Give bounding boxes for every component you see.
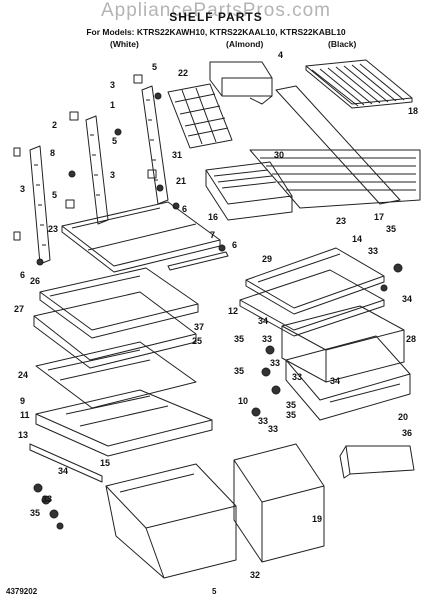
callout-25: 25	[192, 336, 202, 346]
callout-5: 5	[152, 62, 157, 72]
callout-35: 35	[234, 366, 244, 376]
callout-10: 10	[238, 396, 248, 406]
callout-37: 37	[194, 322, 204, 332]
callout-32: 32	[250, 570, 260, 580]
model-list: For Models: KTRS22KAWH10, KTRS22KAAL10, …	[86, 27, 346, 37]
part-rail-13	[29, 443, 103, 483]
callout-20: 20	[398, 412, 408, 422]
callout-26: 26	[30, 276, 40, 286]
callout-21: 21	[176, 176, 186, 186]
callout-4: 4	[278, 50, 283, 60]
color-black: (Black)	[328, 39, 357, 49]
callout-6: 6	[20, 270, 25, 280]
callout-18: 18	[408, 106, 418, 116]
callout-34: 34	[58, 466, 68, 476]
callout-14: 14	[352, 234, 362, 244]
callout-35: 35	[286, 410, 296, 420]
document-number: 4379202	[6, 587, 38, 596]
part-glass-shelf-14	[245, 247, 385, 315]
callout-33: 33	[262, 334, 272, 344]
part-wire-shelf-17	[249, 85, 421, 209]
page-number: 5	[212, 587, 217, 596]
part-door-bin-4	[209, 61, 273, 105]
part-shelf-frame-12	[239, 269, 385, 337]
callout-36: 36	[402, 428, 412, 438]
rollers	[33, 263, 403, 530]
callout-35: 35	[234, 334, 244, 344]
callout-11: 11	[20, 410, 30, 420]
part-shelf-frame-37	[33, 291, 197, 369]
part-rail-1	[141, 85, 169, 205]
callout-6: 6	[232, 240, 237, 250]
callout-16: 16	[208, 212, 218, 222]
callout-15: 15	[100, 458, 110, 468]
callout-6: 6	[182, 204, 187, 214]
part-shelf-25	[35, 341, 197, 409]
callout-23: 23	[48, 224, 58, 234]
clips	[13, 74, 157, 241]
callout-2: 2	[52, 120, 57, 130]
callout-33: 33	[292, 372, 302, 382]
callout-3: 3	[20, 184, 25, 194]
part-glass-shelf-26	[39, 267, 199, 339]
callout-1: 1	[110, 100, 115, 110]
callout-34: 34	[330, 376, 340, 386]
callout-3: 3	[110, 80, 115, 90]
callout-8: 8	[50, 148, 55, 158]
callout-13: 13	[18, 430, 28, 440]
callout-19: 19	[312, 514, 322, 524]
callout-30: 30	[274, 150, 284, 160]
part-crisper-cover-9	[35, 389, 213, 457]
callout-34: 34	[402, 294, 412, 304]
callout-35: 35	[386, 224, 396, 234]
part-grille-22	[167, 83, 233, 149]
callout-12: 12	[228, 306, 238, 316]
callout-5: 5	[52, 190, 57, 200]
screws	[36, 92, 226, 266]
part-wire-shelf-18	[305, 59, 413, 109]
callout-7: 7	[210, 230, 215, 240]
callout-24: 24	[18, 370, 28, 380]
part-crisper-bin-32	[105, 463, 237, 579]
part-trim-7	[167, 251, 229, 271]
callout-35: 35	[30, 508, 40, 518]
callout-33: 33	[42, 494, 52, 504]
page-title: SHELF PARTS	[169, 10, 263, 24]
part-rail-8	[29, 145, 51, 265]
callout-34: 34	[258, 316, 268, 326]
callout-22: 22	[178, 68, 188, 78]
callout-35: 35	[286, 400, 296, 410]
callout-33: 33	[268, 424, 278, 434]
part-glass-shelf-16	[61, 201, 221, 273]
part-pan-20	[285, 335, 411, 421]
callout-9: 9	[20, 396, 25, 406]
callout-17: 17	[374, 212, 384, 222]
callout-3: 3	[110, 170, 115, 180]
callout-33: 33	[368, 246, 378, 256]
callout-29: 29	[262, 254, 272, 264]
callout-28: 28	[406, 334, 416, 344]
callout-33: 33	[258, 416, 268, 426]
color-white: (White)	[110, 39, 139, 49]
part-cover-36	[339, 445, 415, 479]
callout-23: 23	[336, 216, 346, 226]
part-crisper-bin-19	[233, 443, 325, 563]
part-drawer-21	[205, 161, 293, 221]
color-almond: (Almond)	[226, 39, 264, 49]
part-drawer-28	[281, 305, 405, 383]
watermark: AppliancePartsPros.com	[100, 0, 332, 21]
callout-33: 33	[270, 358, 280, 368]
callout-27: 27	[14, 304, 24, 314]
callout-31: 31	[172, 150, 182, 160]
callout-5: 5	[112, 136, 117, 146]
